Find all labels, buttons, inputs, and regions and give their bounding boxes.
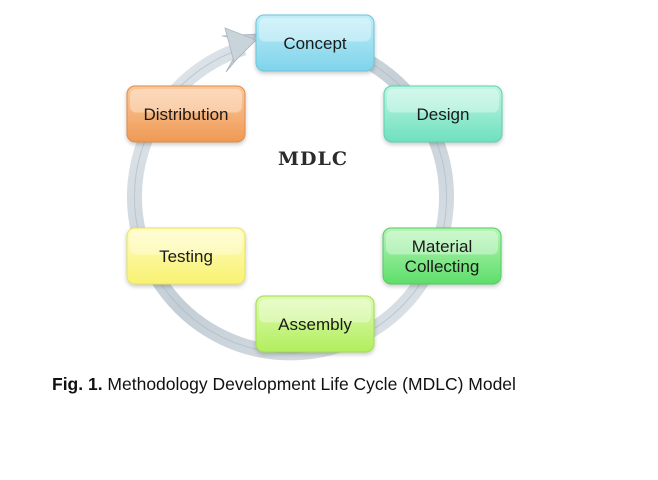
node-highlight-assembly <box>259 299 371 323</box>
node-highlight-distribution <box>130 89 242 113</box>
figure-caption: Fig. 1. Methodology Development Life Cyc… <box>52 374 652 395</box>
node-box-design <box>383 85 503 143</box>
node-label-concept: Concept <box>283 34 347 53</box>
node-label-material-collecting: Material <box>412 237 472 256</box>
node-label-design: Design <box>417 105 470 124</box>
node-label-distribution: Distribution <box>143 105 228 124</box>
node-highlight-design <box>387 89 499 113</box>
node-label-material-collecting: Collecting <box>405 257 480 276</box>
caption-text: Methodology Development Life Cycle (MDLC… <box>102 374 516 394</box>
node-label-assembly: Assembly <box>278 315 352 334</box>
node-highlight-testing <box>130 231 242 255</box>
caption-label: Fig. 1. <box>52 374 103 394</box>
node-highlight-concept <box>259 18 371 42</box>
cycle-arrow-head-icon <box>224 27 257 63</box>
node-concept: Concept <box>255 14 375 72</box>
node-highlight-material-collecting <box>386 231 498 255</box>
node-distribution: Distribution <box>126 85 246 143</box>
center-label: MDLC <box>278 148 348 170</box>
node-assembly: Assembly <box>255 295 375 353</box>
node-testing: Testing <box>126 227 246 285</box>
node-design: Design <box>383 85 503 143</box>
node-label-testing: Testing <box>159 247 213 266</box>
node-box-testing <box>126 227 246 285</box>
node-box-distribution <box>126 85 246 143</box>
node-box-concept <box>255 14 375 72</box>
node-box-material-collecting <box>382 227 502 285</box>
node-box-assembly <box>255 295 375 353</box>
